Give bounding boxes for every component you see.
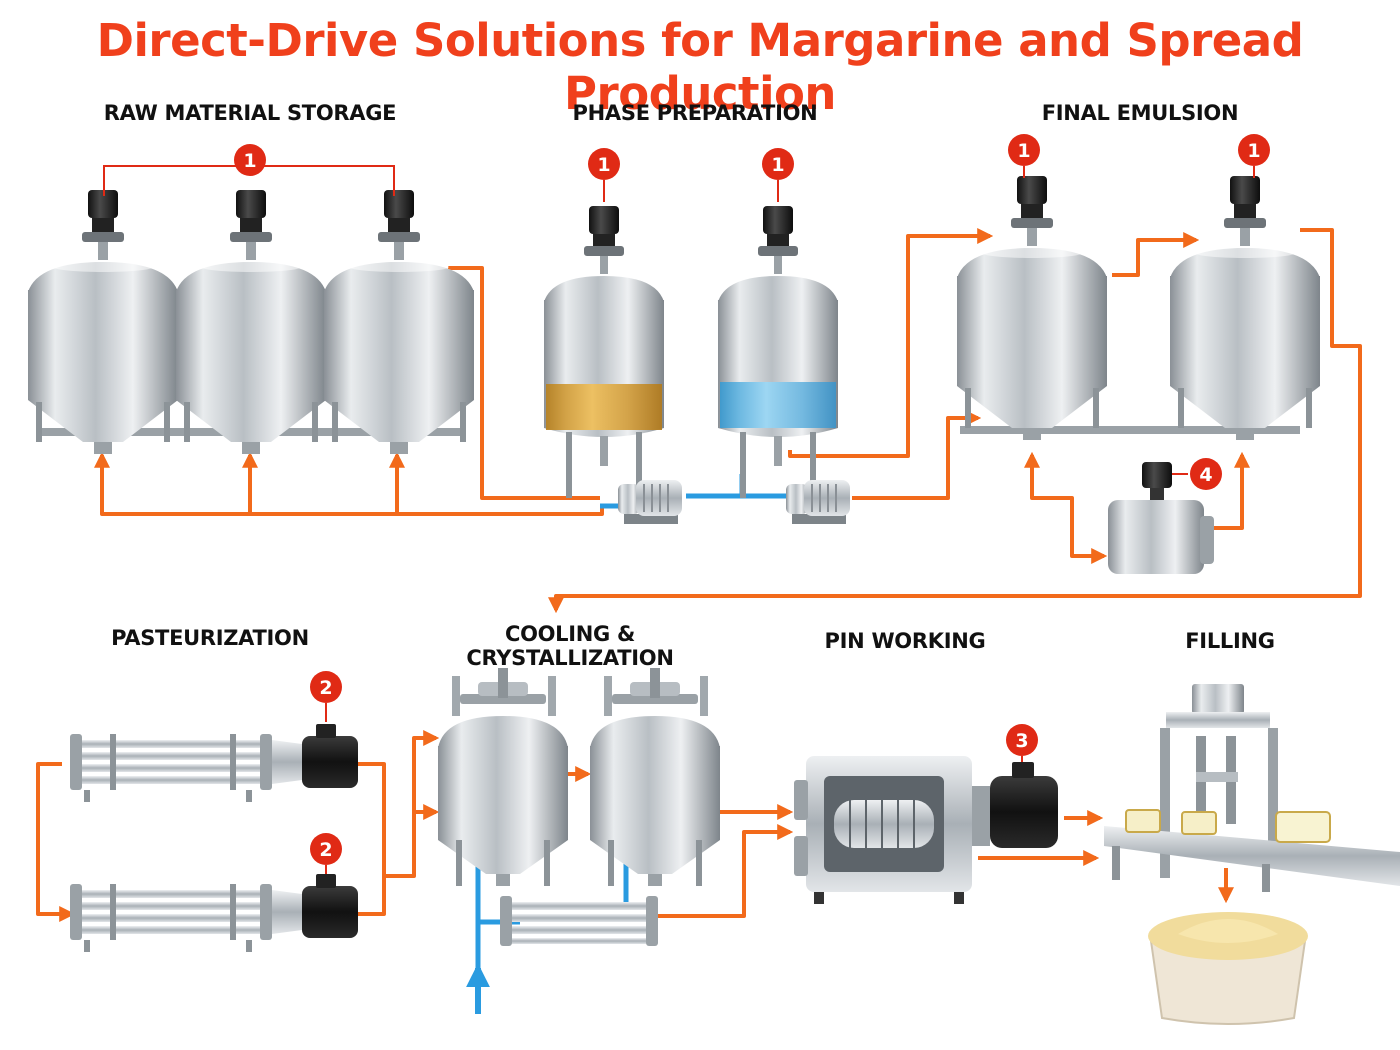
fat-phase-tank bbox=[544, 206, 664, 498]
marker-pin-worker-drive: 3 bbox=[1006, 724, 1038, 762]
page-title: Direct-Drive Solutions for Margarine and… bbox=[96, 14, 1304, 120]
coolant-inlet-line bbox=[475, 919, 520, 1012]
emulsion-outlet-line bbox=[548, 228, 1362, 614]
marker-pin-worker-drive-number: 3 bbox=[1015, 730, 1028, 752]
marker-water-phase-agitator-number: 1 bbox=[771, 154, 784, 176]
fat-phase-pump bbox=[617, 479, 683, 525]
section-label-cooling-crystallization: COOLING & CRYSTALLIZATION bbox=[450, 622, 690, 670]
emulsion-frame bbox=[960, 426, 1300, 434]
water-phase-level bbox=[720, 382, 836, 428]
marker-emulsion-tank1-agitator-number: 1 bbox=[1017, 140, 1030, 162]
section-label-final-emulsion: FINAL EMULSION bbox=[1041, 101, 1239, 125]
pin-worker bbox=[794, 756, 1058, 904]
marker-storage-agitators: 1 bbox=[234, 144, 266, 176]
pasteurizer2-out-line bbox=[358, 876, 386, 916]
scraped-surface-exchanger bbox=[500, 896, 658, 946]
storage-tank-2 bbox=[176, 190, 326, 454]
marker-pasteurizer1-drive-number: 2 bbox=[319, 677, 332, 699]
filled-tub bbox=[1148, 912, 1308, 1025]
marker-pasteurizer2-drive: 2 bbox=[310, 833, 342, 874]
phase-pump-link-2 bbox=[686, 474, 745, 499]
filling-machine bbox=[1104, 684, 1400, 892]
crystallizer-tank-2 bbox=[590, 668, 720, 886]
section-label-raw-material-storage: RAW MATERIAL STORAGE bbox=[103, 101, 397, 125]
storage-to-phase-line bbox=[448, 266, 600, 500]
storage-tank-1 bbox=[28, 190, 178, 454]
marker-buffer-tank-agitator: 4 bbox=[1172, 458, 1222, 490]
fat-phase-level bbox=[546, 384, 662, 430]
section-label-pin-working: PIN WORKING bbox=[824, 629, 986, 653]
buffer-tank bbox=[1108, 462, 1214, 574]
emulsion-transfer-line bbox=[1112, 232, 1200, 277]
marker-fat-phase-agitator-number: 1 bbox=[597, 154, 610, 176]
storage-tank-3 bbox=[324, 190, 474, 454]
pasteurizer1-out-line bbox=[358, 730, 440, 878]
buffer-inlet-line bbox=[1024, 451, 1108, 564]
section-label-cooling-line1: COOLING & bbox=[504, 622, 636, 646]
emulsion-tank-1 bbox=[957, 176, 1107, 440]
buffer-return-line bbox=[1214, 451, 1250, 530]
pasteurizer-2 bbox=[70, 874, 358, 952]
section-label-filling: FILLING bbox=[1185, 629, 1275, 653]
emulsion-tank-2 bbox=[1170, 176, 1320, 440]
marker-pasteurizer1-drive: 2 bbox=[310, 671, 342, 722]
marker-emulsion-tank2-agitator: 1 bbox=[1238, 134, 1270, 178]
section-label-cooling-line2: CRYSTALLIZATION bbox=[466, 646, 674, 670]
marker-water-phase-agitator: 1 bbox=[762, 148, 794, 202]
marker-buffer-tank-agitator-number: 4 bbox=[1199, 464, 1212, 486]
scraped-exchanger-out-line bbox=[656, 824, 794, 918]
pump2-to-emulsion-line bbox=[852, 410, 982, 500]
water-phase-pump bbox=[785, 479, 851, 525]
pasteurizer-loop-line bbox=[36, 762, 76, 922]
product-flow-pipes bbox=[36, 228, 1362, 922]
pasteurizer-1 bbox=[70, 724, 358, 802]
crystallizer-tank-1 bbox=[438, 668, 568, 886]
section-label-pasteurization: PASTEURIZATION bbox=[111, 626, 309, 650]
marker-emulsion-tank1-agitator: 1 bbox=[1008, 134, 1040, 178]
section-label-phase-preparation: PHASE PREPARATION bbox=[572, 101, 818, 125]
marker-emulsion-tank2-agitator-number: 1 bbox=[1247, 140, 1260, 162]
marker-storage-agitators-number: 1 bbox=[243, 150, 256, 172]
marker-pasteurizer2-drive-number: 2 bbox=[319, 839, 332, 861]
storage-feed-line bbox=[94, 451, 604, 516]
marker-fat-phase-agitator: 1 bbox=[588, 148, 620, 202]
phase-to-emulsion-line bbox=[788, 228, 994, 458]
